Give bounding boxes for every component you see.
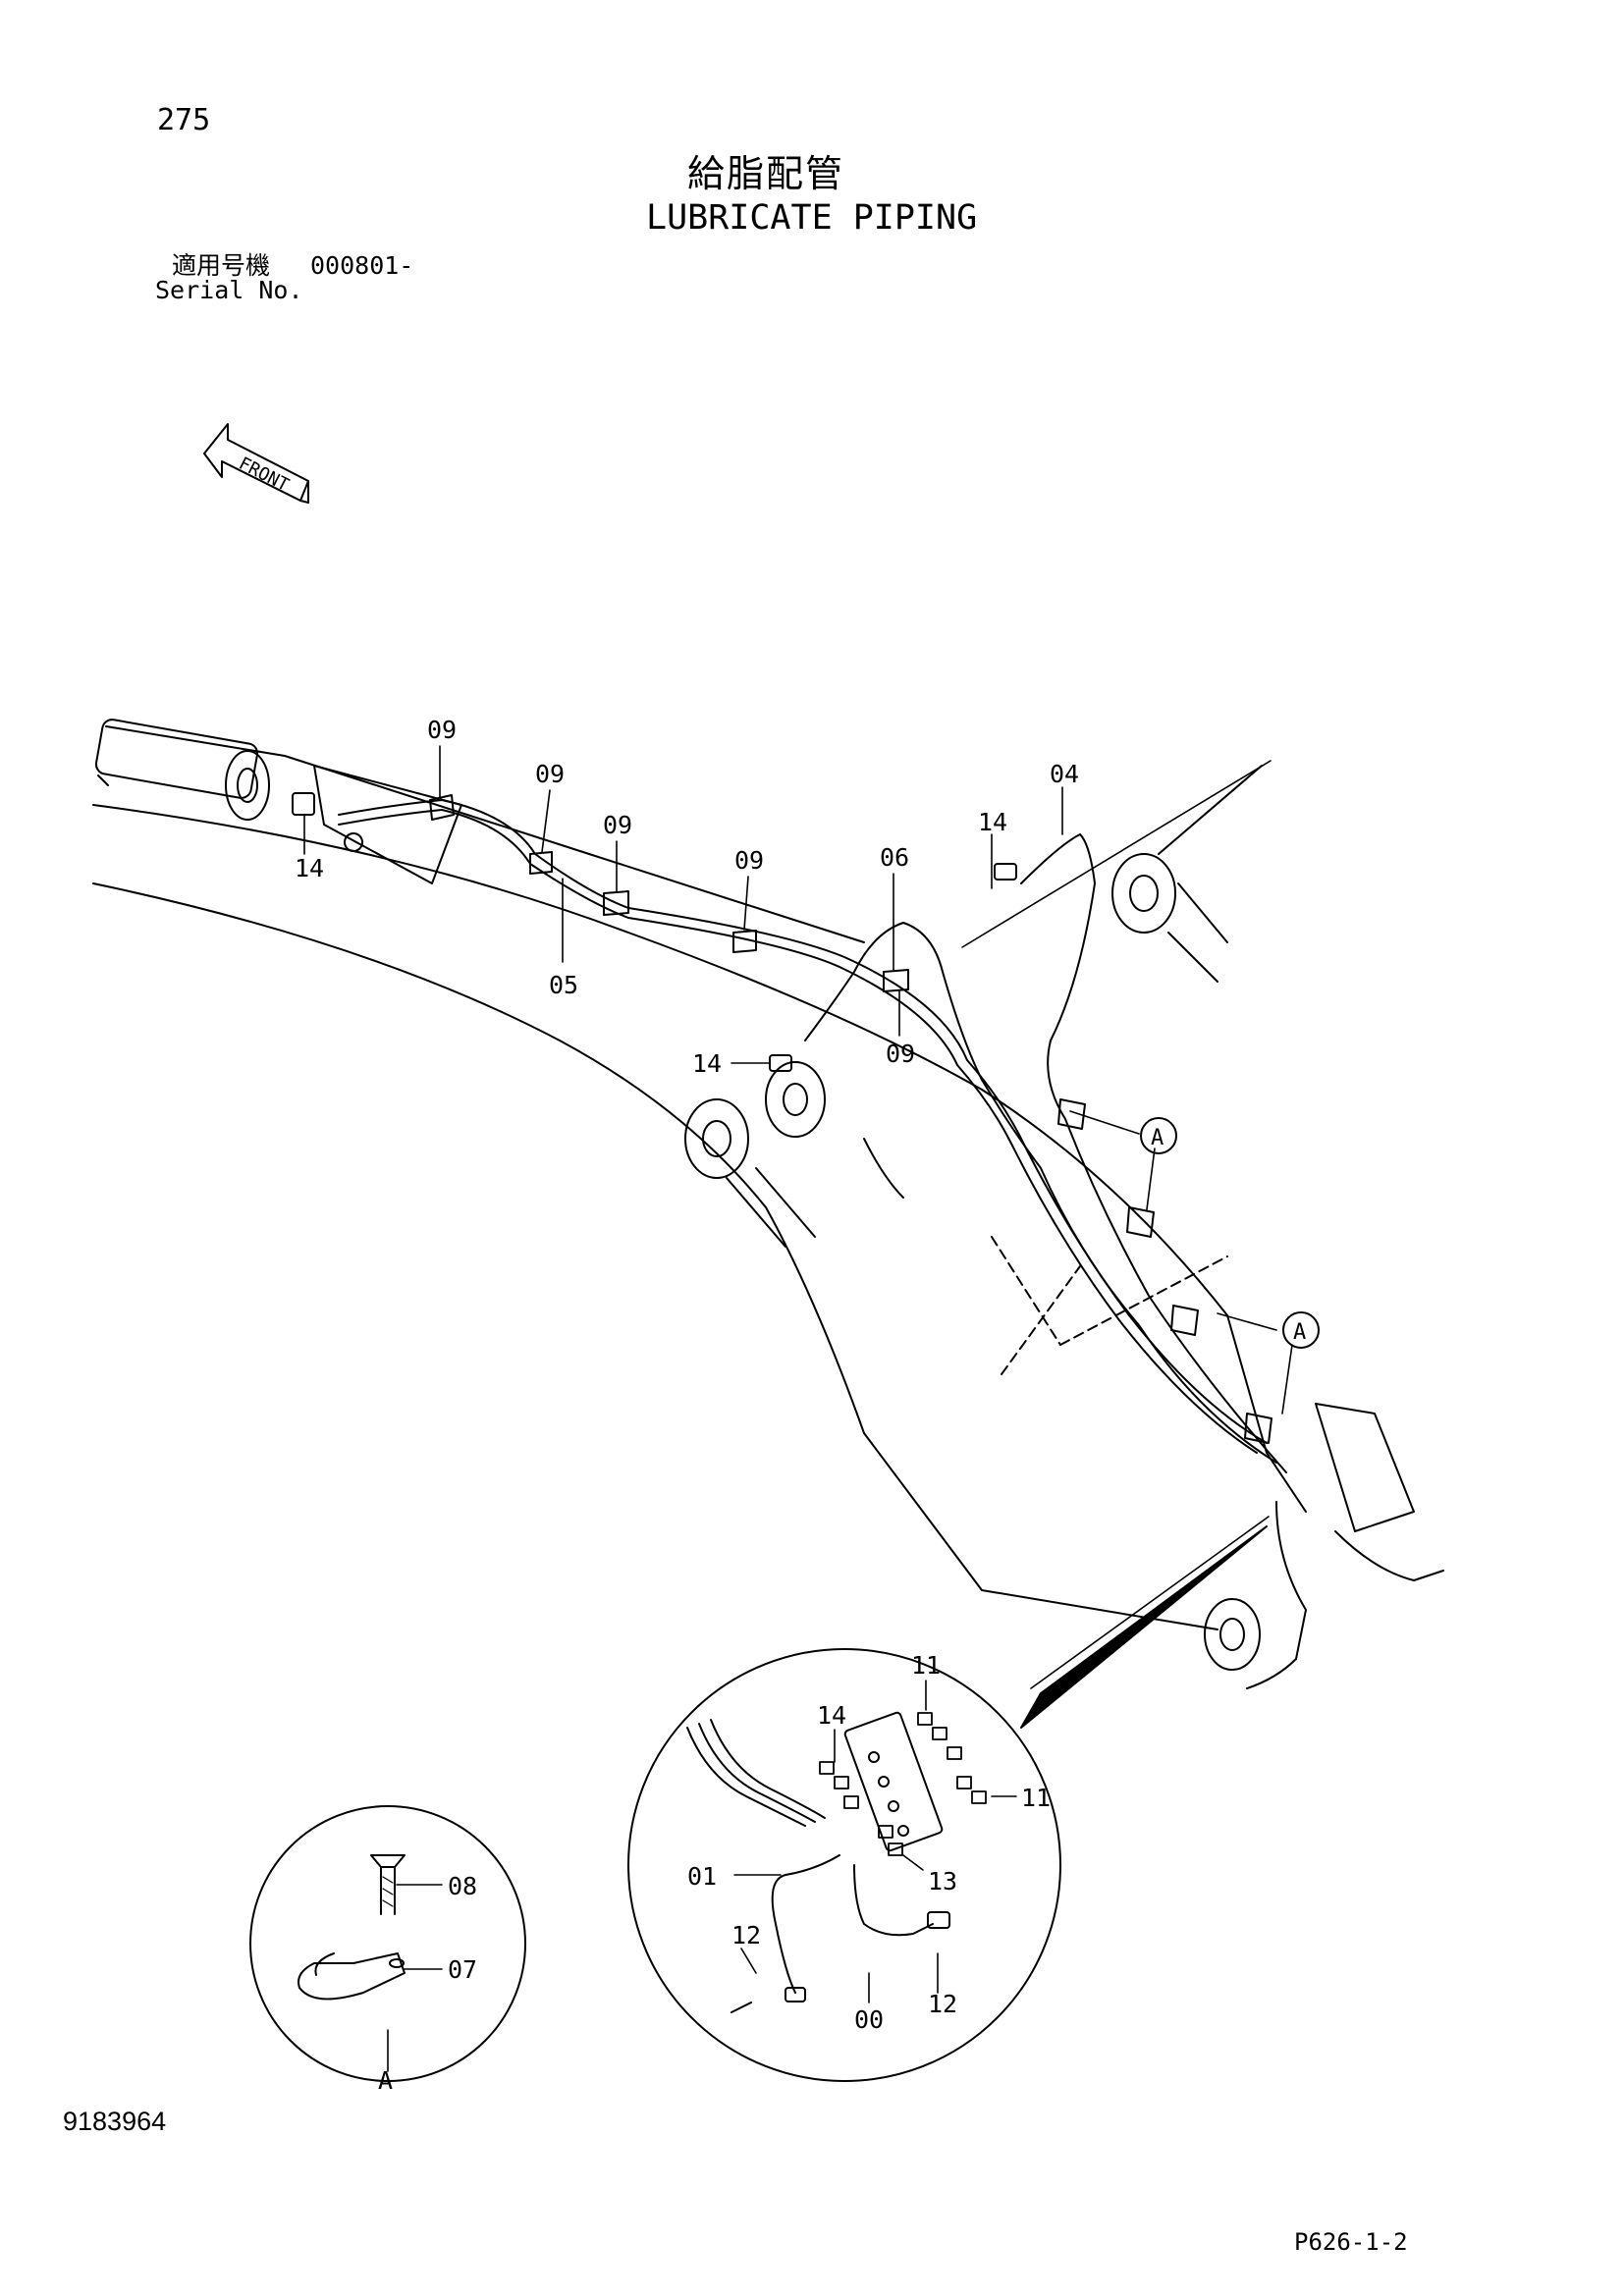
title-japanese: 給脂配管 — [687, 152, 845, 195]
callout-09: 09 — [427, 716, 457, 744]
callout-14: 14 — [295, 854, 324, 882]
page-number: 275 — [157, 103, 211, 137]
serial-label-japanese: 適用号機 — [172, 251, 271, 280]
detail-callout-14: 14 — [817, 1701, 846, 1730]
detail-callout-00: 00 — [854, 2005, 884, 2034]
detail-a-circle — [249, 1805, 526, 2082]
detail-callout-12: 12 — [731, 1921, 761, 1949]
callout-04: 04 — [1050, 760, 1079, 788]
serial-value: 000801- — [310, 251, 414, 280]
serial-label-english: Serial No. — [155, 276, 303, 304]
callout-a: A — [1151, 1126, 1164, 1150]
detail-callout-11: 11 — [911, 1651, 941, 1680]
detail-circle — [627, 1525, 1268, 2082]
plate-id: P626-1-2 — [1294, 2228, 1408, 2256]
callout-a: A — [1293, 1320, 1306, 1345]
callout-09: 09 — [734, 846, 764, 875]
front-arrow-icon: FRONT — [203, 423, 309, 504]
title-english: LUBRICATE PIPING — [646, 198, 978, 238]
detail-callout-13: 13 — [928, 1867, 957, 1896]
callout-14: 14 — [692, 1049, 722, 1078]
callout-09: 09 — [603, 811, 632, 839]
detail-callout-01: 01 — [687, 1862, 717, 1891]
leader-lines — [303, 745, 1293, 2072]
callout-06: 06 — [880, 843, 909, 872]
detail-callout-12: 12 — [928, 1990, 957, 2018]
detail-a-callout-08: 08 — [448, 1872, 477, 1900]
detail-a-label: A — [378, 2066, 393, 2095]
callout-09: 09 — [886, 1040, 915, 1068]
document-id: 9183964 — [63, 2107, 167, 2136]
callout-09: 09 — [535, 760, 565, 788]
callout-a-circle — [1140, 1117, 1177, 1154]
detail-callout-11: 11 — [1021, 1784, 1051, 1812]
lubricate-pipes — [292, 792, 1444, 1689]
detail-a-callout-07: 07 — [448, 1955, 477, 1984]
boom-structure — [92, 719, 1307, 1671]
callout-labels: 09 09 09 09 09 14 14 14 05 06 04 A A 11 … — [295, 716, 1306, 2095]
callout-05: 05 — [549, 971, 578, 999]
callout-14: 14 — [978, 808, 1007, 836]
front-label: FRONT — [236, 454, 293, 496]
callout-a-circle — [1282, 1311, 1320, 1349]
